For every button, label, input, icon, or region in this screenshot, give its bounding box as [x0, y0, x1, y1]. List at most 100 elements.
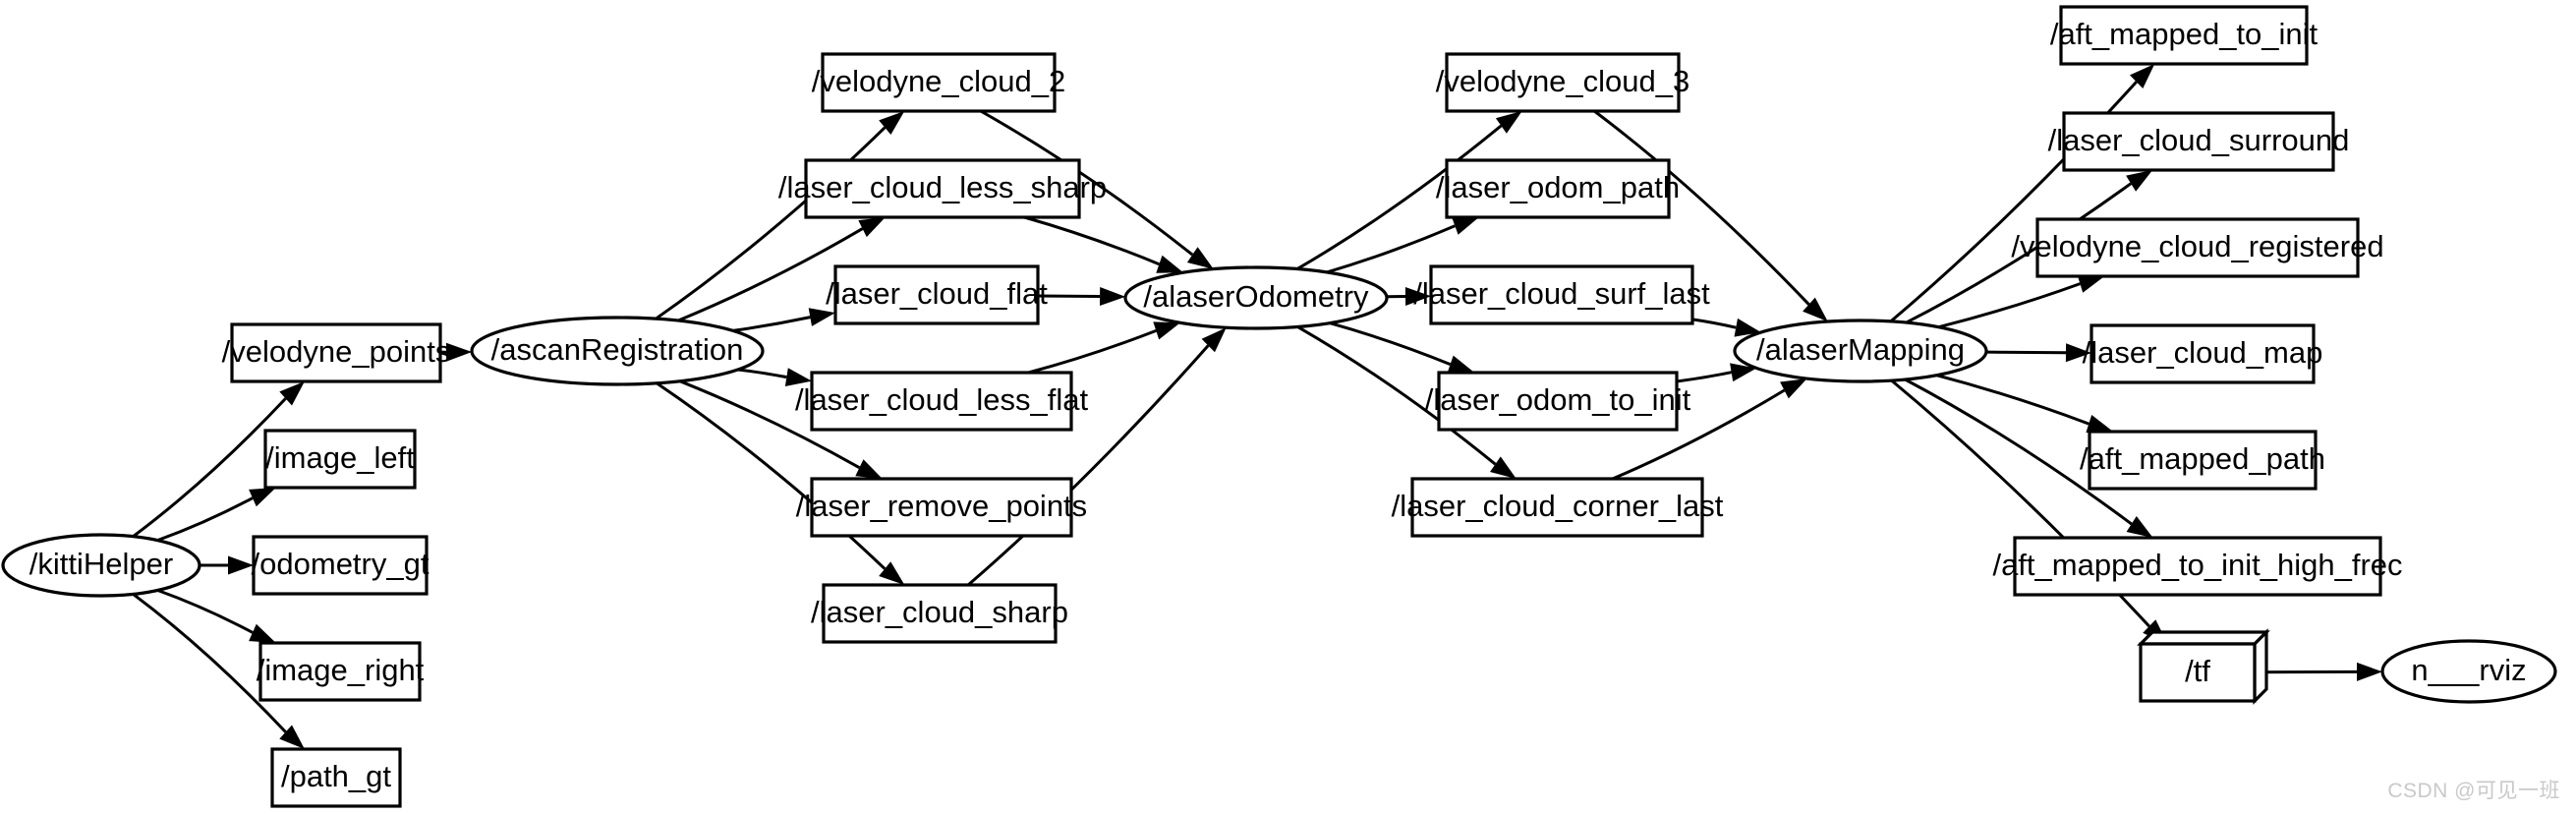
graph-edge: [656, 381, 905, 585]
node-shape-box: [804, 158, 1081, 219]
arrowhead-icon: [879, 111, 905, 135]
node-shape-box: [2059, 5, 2309, 66]
graph-node-laser_odom_path[interactable]: /laser_odom_path: [1436, 158, 1680, 219]
graph-node-velodyne_points[interactable]: /velodyne_points: [222, 322, 451, 383]
graph-node-velodyne_cloud_2[interactable]: /velodyne_cloud_2: [812, 52, 1066, 113]
node-label: /aft_mapped_path: [2080, 441, 2325, 476]
graph-edge: [732, 308, 835, 332]
graph-node-laser_cloud_less_sharp[interactable]: /laser_cloud_less_sharp: [778, 158, 1107, 219]
node-shape-box: [821, 52, 1057, 113]
node-shape-box3d-top: [2137, 630, 2270, 646]
node-label: /odometry_gt: [252, 547, 429, 581]
node-shape-ellipse: [470, 316, 765, 386]
node-label: /tf: [2185, 654, 2210, 688]
graph-node-n_rviz[interactable]: n___rviz: [2380, 639, 2557, 704]
node-label: /laser_cloud_less_sharp: [778, 170, 1107, 204]
graph-node-velodyne_cloud_3[interactable]: /velodyne_cloud_3: [1436, 52, 1690, 113]
node-shape-box3d-right: [2253, 628, 2268, 705]
graph-edge: [677, 217, 886, 322]
graph-edge: [1938, 274, 2105, 329]
arrowhead-icon: [1153, 321, 1180, 340]
graph-node-velodyne_cloud_registered[interactable]: /velodyne_cloud_registered: [2011, 217, 2384, 278]
node-shape-box: [1410, 477, 1704, 538]
arrowhead-icon: [446, 342, 473, 362]
graph-node-laser_cloud_sharp[interactable]: /laser_cloud_sharp: [811, 583, 1068, 644]
node-label: /laser_cloud_less_flat: [795, 382, 1089, 417]
node-label: /velodyne_cloud_2: [812, 64, 1066, 98]
node-shape-box: [822, 583, 1058, 644]
graph-node-kittiHelper[interactable]: /kittiHelper: [1, 533, 201, 598]
graph-edge: [1037, 287, 1126, 306]
graph-edge: [1296, 111, 1522, 270]
node-shape-box: [258, 641, 422, 702]
node-shape-box: [270, 747, 402, 808]
graph-node-ascanRegistration[interactable]: /ascanRegistration: [470, 316, 765, 386]
arrowhead-icon: [1734, 318, 1761, 337]
node-shape-box: [1445, 52, 1681, 113]
graph-node-path_gt[interactable]: /path_gt: [270, 747, 402, 808]
arrowhead-icon: [2126, 516, 2153, 538]
arrowhead-icon: [249, 623, 276, 643]
node-label: /image_right: [257, 653, 425, 687]
graph-node-alaserMapping[interactable]: /alaserMapping: [1733, 319, 1988, 383]
arrowhead-icon: [1780, 378, 1807, 399]
node-shape-box3d-front: [2139, 642, 2257, 703]
graph-node-laser_cloud_less_flat[interactable]: /laser_cloud_less_flat: [795, 371, 1089, 432]
node-shape-ellipse: [1123, 265, 1389, 330]
graph-node-laser_cloud_corner_last[interactable]: /laser_cloud_corner_last: [1392, 477, 1724, 538]
node-label: /path_gt: [281, 759, 391, 793]
arrowhead-icon: [855, 459, 883, 479]
node-label: n___rviz: [2411, 653, 2526, 687]
graph-node-laser_remove_points[interactable]: /laser_remove_points: [796, 477, 1087, 538]
graph-edge: [1890, 378, 2168, 644]
node-shape-box: [263, 429, 417, 490]
node-label: /laser_cloud_surround: [2048, 123, 2350, 157]
arrowhead-icon: [1404, 287, 1431, 306]
graph-node-odometry_gt[interactable]: /odometry_gt: [252, 535, 429, 596]
graph-node-laser_cloud_flat[interactable]: /laser_cloud_flat: [826, 264, 1048, 325]
arrowhead-icon: [2086, 415, 2114, 434]
arrowhead-icon: [1100, 287, 1126, 306]
graph-node-image_left[interactable]: /image_left: [263, 429, 417, 490]
arrowhead-icon: [2126, 170, 2153, 192]
graph-node-laser_cloud_surround[interactable]: /laser_cloud_surround: [2048, 111, 2350, 172]
graph-edge: [156, 588, 276, 643]
graph-node-laser_cloud_map[interactable]: /laser_cloud_map: [2083, 323, 2323, 384]
graph-node-laser_odom_to_init[interactable]: /laser_odom_to_init: [1425, 371, 1691, 432]
graph-node-aft_mapped_to_init_high_frec[interactable]: /aft_mapped_to_init_high_frec: [1992, 536, 2403, 597]
node-label: /laser_cloud_surf_last: [1413, 276, 1710, 311]
node-shape-box: [810, 371, 1073, 432]
node-label: /alaserOdometry: [1143, 279, 1369, 314]
graph-node-aft_mapped_to_init[interactable]: /aft_mapped_to_init: [2050, 5, 2318, 66]
node-label: /velodyne_cloud_registered: [2011, 229, 2383, 263]
node-shape-box: [1437, 371, 1679, 432]
node-label: /laser_odom_path: [1436, 170, 1680, 204]
arrowhead-icon: [808, 308, 835, 326]
graph-edge: [1023, 215, 1183, 273]
arrowhead-icon: [858, 217, 886, 238]
node-shape-ellipse: [1, 533, 201, 598]
arrowhead-icon: [879, 561, 905, 585]
arrowhead-icon: [279, 381, 305, 406]
node-shape-box: [2062, 111, 2335, 172]
arrowhead-icon: [1201, 327, 1227, 353]
graph-node-tf[interactable]: /tf: [2137, 628, 2270, 705]
node-shape-box: [2088, 430, 2318, 491]
graph-edge: [967, 327, 1227, 587]
graph-node-aft_mapped_path[interactable]: /aft_mapped_path: [2080, 430, 2325, 491]
node-shape-box: [2089, 323, 2316, 384]
graph-edge: [200, 555, 254, 575]
arrowhead-icon: [1803, 297, 1828, 322]
arrowhead-icon: [228, 555, 254, 575]
arrowhead-icon: [1156, 255, 1183, 273]
graph-node-laser_cloud_surf_last[interactable]: /laser_cloud_surf_last: [1413, 264, 1710, 325]
arrowhead-icon: [1186, 247, 1214, 269]
node-label: /image_left: [265, 440, 415, 475]
node-shape-box: [2013, 536, 2382, 597]
graph-edge: [1676, 363, 1757, 383]
graph-node-alaserOdometry[interactable]: /alaserOdometry: [1123, 265, 1389, 330]
graph-edge: [1904, 378, 2153, 538]
graph-edge: [1028, 321, 1180, 375]
graph-node-image_right[interactable]: /image_right: [257, 641, 425, 702]
